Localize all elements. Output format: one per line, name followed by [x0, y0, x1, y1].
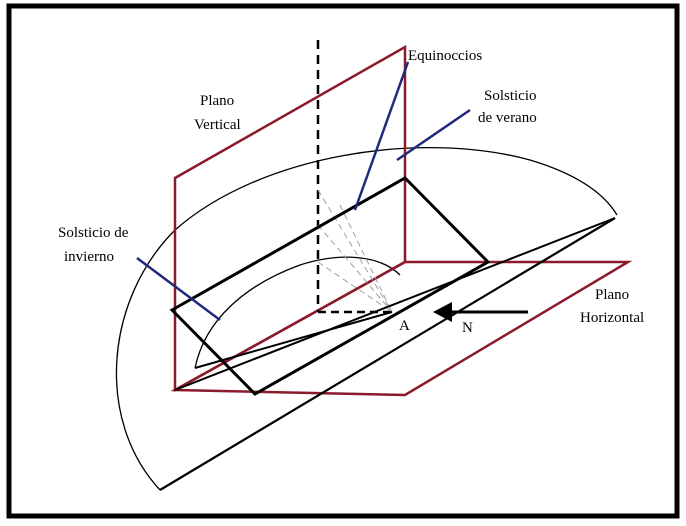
north-arrow-head — [433, 302, 452, 322]
label-plano-vertical-1: Plano — [200, 93, 234, 109]
label-plano-vertical-2: Vertical — [194, 117, 241, 133]
horizon-line-a — [174, 217, 616, 391]
horizon-line-c — [254, 261, 489, 395]
label-solsticio-verano-1: Solsticio — [484, 88, 537, 104]
solsticio-invierno-pointer — [136, 256, 221, 322]
inner-arc — [194, 256, 401, 369]
label-solsticio-invierno-1: Solsticio de — [58, 225, 129, 241]
label-north: N — [462, 320, 473, 336]
polar-axis-line — [159, 217, 616, 491]
sun-ray-lines — [317, 189, 393, 313]
equinoccios-pointer — [353, 61, 410, 211]
label-solsticio-verano-2: de verano — [478, 110, 537, 126]
horizontal-plane — [170, 260, 633, 397]
label-point-a: A — [399, 318, 410, 334]
solsticio-verano-pointer — [396, 108, 471, 162]
label-plano-horizontal-1: Plano — [595, 287, 629, 303]
label-solsticio-invierno-2: invierno — [64, 249, 114, 265]
label-equinoccios: Equinoccios — [408, 48, 482, 64]
horizon-line-b — [194, 311, 393, 369]
outer-arc — [115, 147, 618, 491]
label-plano-horizontal-2: Horizontal — [580, 310, 644, 326]
pointer-lines — [136, 61, 471, 322]
